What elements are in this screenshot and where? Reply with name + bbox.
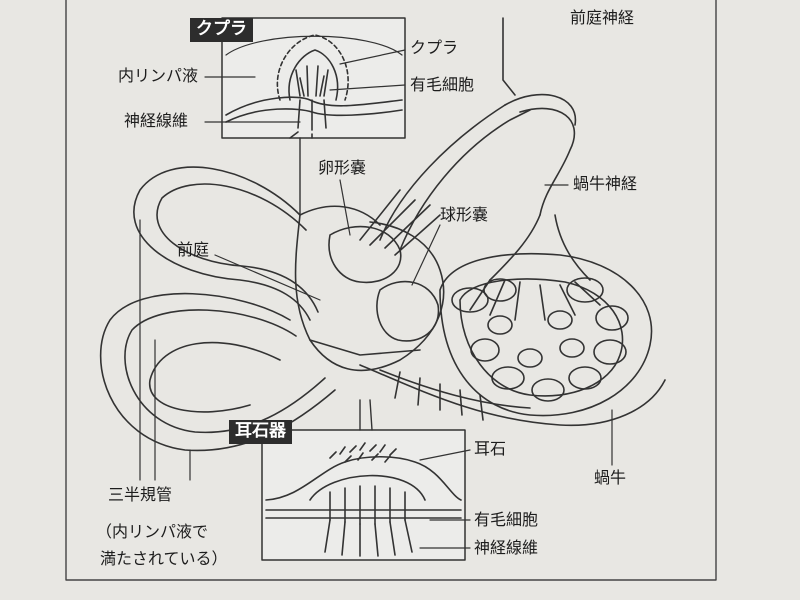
cochlea-label: 蝸牛	[594, 470, 626, 486]
hair-cells-label-top: 有毛細胞	[410, 77, 474, 93]
hair-cells-label-bottom: 有毛細胞	[474, 512, 538, 528]
cochlea-drawing	[360, 215, 665, 425]
nerve-fibers-label-bottom: 神経線維	[474, 540, 538, 556]
nerve-fibers-label-top: 神経線維	[124, 113, 188, 129]
cupula-label: クプラ	[410, 40, 458, 56]
cochlear-nerve-label: 蝸牛神経	[573, 176, 637, 192]
utricle-label: 卵形嚢	[318, 160, 366, 176]
vestibular-nerve-label: 前庭神経	[570, 10, 634, 26]
endolymph-label: 内リンパ液	[118, 68, 198, 84]
otolith-organ-callout-tag: 耳石器	[229, 420, 292, 444]
endolymph-note-line1: （内リンパ液で	[96, 524, 208, 540]
vestibule-label: 前庭	[177, 242, 209, 258]
endolymph-note-line2: 満たされている）	[100, 551, 228, 567]
otolith-inset-drawing	[262, 400, 465, 560]
cupula-callout-tag: クプラ	[190, 18, 253, 42]
semicircular-canals-drawing	[101, 167, 380, 450]
vestibule-drawing	[296, 215, 444, 370]
otolith-label: 耳石	[474, 441, 506, 457]
saccule-label: 球形嚢	[440, 207, 488, 223]
cupula-inset-drawing	[222, 18, 405, 215]
semicircular-canals-label: 三半規管	[108, 487, 172, 503]
